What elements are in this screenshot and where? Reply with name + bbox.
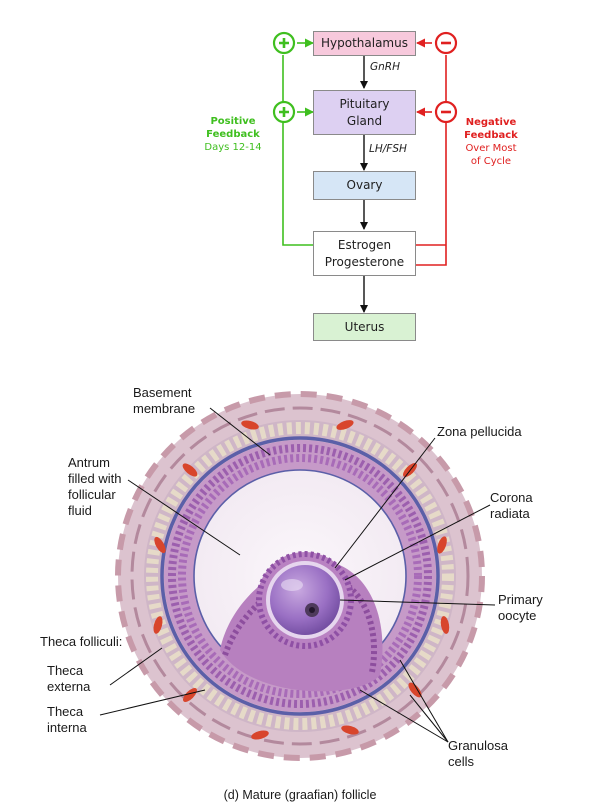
positive-sign-icon [272, 31, 296, 55]
negative-feedback-loop [416, 38, 447, 266]
gland-label: Gland [346, 113, 383, 128]
theca-interna-label: Theca interna [47, 704, 87, 736]
pituitary-gland-box: Pituitary Gland [313, 90, 416, 135]
progesterone-label: Progesterone [324, 254, 405, 269]
pituitary-label: Pituitary [339, 96, 390, 111]
ovary-label: Ovary [346, 178, 383, 192]
negative-note-1: Over Most [465, 143, 517, 154]
negative-title: Negative [465, 117, 517, 128]
positive-feedback-title: Feedback [206, 129, 260, 140]
antrum-label: Antrum filled with follicular fluid [68, 455, 121, 519]
membrane-text: membrane [133, 401, 196, 416]
theca-interna-text-1: Theca [47, 704, 84, 719]
granulosa-text: Granulosa [448, 738, 508, 753]
gnrh-signal-label: GnRH [370, 61, 400, 73]
positive-feedback-label: Positive Feedback Days 12-14 [200, 115, 266, 154]
theca-externa-text-2: externa [47, 679, 91, 694]
cells-text: cells [448, 754, 475, 769]
negative-sign-icon [434, 100, 458, 124]
radiata-text: radiata [490, 506, 530, 521]
oocyte-text: oocyte [498, 608, 537, 623]
zona-pellucida-label: Zona pellucida [437, 424, 522, 439]
basement-membrane-label: Basement membrane [133, 385, 195, 417]
negative-note-2: of Cycle [470, 156, 512, 167]
theca-folliculi-label: Theca folliculi: [40, 634, 123, 649]
hypothalamus-box: Hypothalamus [313, 31, 416, 56]
positive-sign-icon [272, 100, 296, 124]
theca-externa-label: Theca externa [47, 663, 90, 695]
figure-caption: (d) Mature (graafian) follicle [223, 788, 377, 802]
negative-feedback-label: Negative Feedback Over Most of Cycle [458, 116, 524, 168]
theca-interna-text-2: interna [47, 720, 87, 735]
estrogen-progesterone-box: Estrogen Progesterone [313, 231, 416, 276]
estrogen-label: Estrogen [337, 237, 392, 252]
antrum-text-1: Antrum [68, 455, 110, 470]
label-leader-lines [99, 407, 496, 743]
primary-oocyte-label: Primary oocyte [498, 592, 543, 624]
antrum-text-2: filled with [68, 471, 122, 486]
graafian-follicle-illustration [115, 391, 485, 761]
basement-text: Basement [133, 385, 192, 400]
negative-sign-icon [434, 31, 458, 55]
corona-text: Corona [490, 490, 533, 505]
hypothalamus-label: Hypothalamus [321, 36, 408, 50]
antrum-text-3: follicular [68, 487, 116, 502]
positive-note: Days 12-14 [204, 142, 262, 153]
granulosa-cells-label: Granulosa cells [448, 738, 508, 770]
lh-fsh-signal-label: LH/FSH [369, 143, 407, 155]
theca-externa-text-1: Theca [47, 663, 84, 678]
ovary-box: Ovary [313, 171, 416, 200]
antrum-text-4: fluid [68, 503, 92, 518]
uterus-label: Uterus [344, 319, 385, 334]
corona-radiata-label: Corona radiata [490, 490, 533, 522]
uterus-box: Uterus [313, 313, 416, 341]
positive-title: Positive [210, 116, 256, 127]
primary-text: Primary [498, 592, 543, 607]
positive-feedback-loop [282, 38, 314, 246]
negative-feedback-title: Feedback [464, 130, 518, 141]
